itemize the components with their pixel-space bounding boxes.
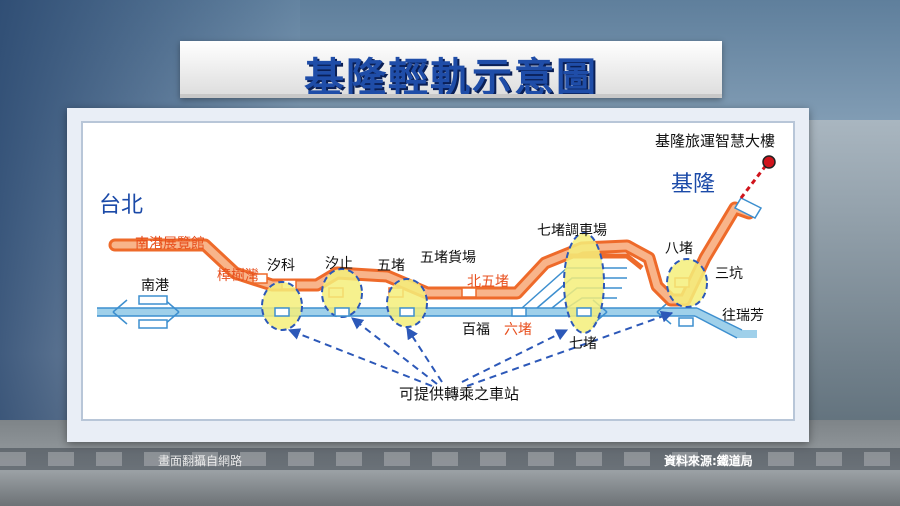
label-transfer: 可提供轉乘之車站	[399, 385, 519, 403]
tower-dot-icon	[762, 155, 776, 169]
label-wudu-freight: 五堵貨場	[420, 249, 476, 266]
diagram-panel: 台北 基隆 基隆旅運智慧大樓 南港 南港展覽館 樟樹灣 汐科 汐止 五堵 五堵貨…	[67, 108, 809, 442]
label-tower: 基隆旅運智慧大樓	[655, 132, 775, 150]
label-liudu: 六堵	[504, 322, 532, 338]
caption-bar	[0, 448, 900, 470]
label-zhangshuwan: 樟樹灣	[217, 267, 259, 284]
label-keelung: 基隆	[671, 172, 715, 197]
label-baifu: 百福	[462, 322, 490, 338]
label-xike: 汐科	[267, 258, 295, 274]
label-nangang: 南港	[141, 278, 169, 294]
background-crosswalk	[0, 452, 900, 466]
nangang-station-glyph	[138, 295, 168, 329]
title-bar-edge	[180, 94, 722, 98]
label-north-wudu: 北五堵	[467, 274, 509, 290]
label-xizhi: 汐止	[325, 256, 353, 272]
label-taipei: 台北	[99, 193, 143, 218]
label-wudu: 五堵	[377, 258, 405, 274]
transfer-arrows	[287, 310, 674, 387]
keelung-terminal	[733, 155, 776, 219]
label-badu: 八堵	[665, 241, 693, 257]
rail-station-markers	[274, 307, 694, 327]
lrt-map-diagram: 台北 基隆 基隆旅運智慧大樓 南港 南港展覽館 樟樹灣 汐科 汐止 五堵 五堵貨…	[81, 121, 795, 421]
transfer-station-circles	[261, 232, 708, 334]
label-qidu: 七堵	[569, 336, 597, 352]
label-qidu-yard: 七堵調車場	[537, 222, 607, 239]
page-title: 基隆輕軌示意圖	[304, 55, 598, 101]
label-expo: 南港展覽館	[135, 235, 205, 252]
credit-source: 資料來源:鐵道局	[664, 454, 753, 468]
label-to-ruifang: 往瑞芳	[722, 307, 764, 324]
credit-footage: 畫面翻攝自網路	[158, 454, 243, 468]
title-bar: 基隆輕軌示意圖	[180, 41, 722, 101]
label-sankeng: 三坑	[715, 266, 743, 282]
